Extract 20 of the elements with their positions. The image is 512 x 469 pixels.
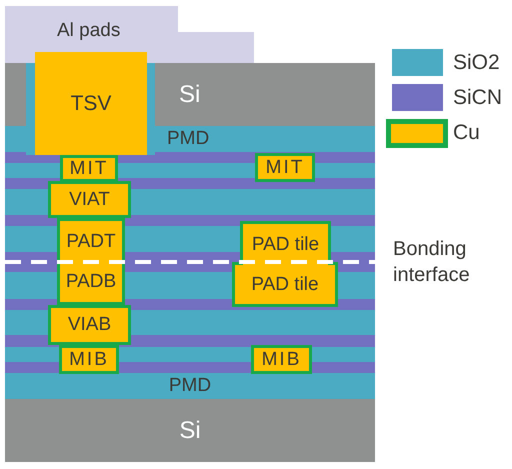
interface-label: Bonding interface <box>393 237 471 288</box>
oxide-layer: PMD <box>155 126 375 152</box>
copper-block: MIB <box>251 345 312 374</box>
legend-label: SiCN <box>453 85 502 111</box>
silicon-layer: Si <box>5 399 375 462</box>
silicon-layer: Si <box>155 63 375 126</box>
copper-block: MIT <box>60 155 118 182</box>
legend-label: SiO2 <box>453 50 500 76</box>
copper-block: PAD tile <box>232 262 338 307</box>
copper-block: PADT <box>57 218 125 262</box>
copper-block: MIT <box>255 153 315 182</box>
copper-block: VIAB <box>48 305 131 345</box>
copper-block: MIB <box>59 345 119 374</box>
oxide-layer: PMD <box>5 373 375 399</box>
copper-block: VIAT <box>48 181 131 218</box>
copper-block: PAD tile <box>240 221 331 265</box>
copper-block: PADB <box>57 262 125 305</box>
copper-via: TSV <box>35 52 147 155</box>
legend-label: Cu <box>453 120 480 146</box>
aluminum-pad-layer: Al pads <box>5 6 254 63</box>
